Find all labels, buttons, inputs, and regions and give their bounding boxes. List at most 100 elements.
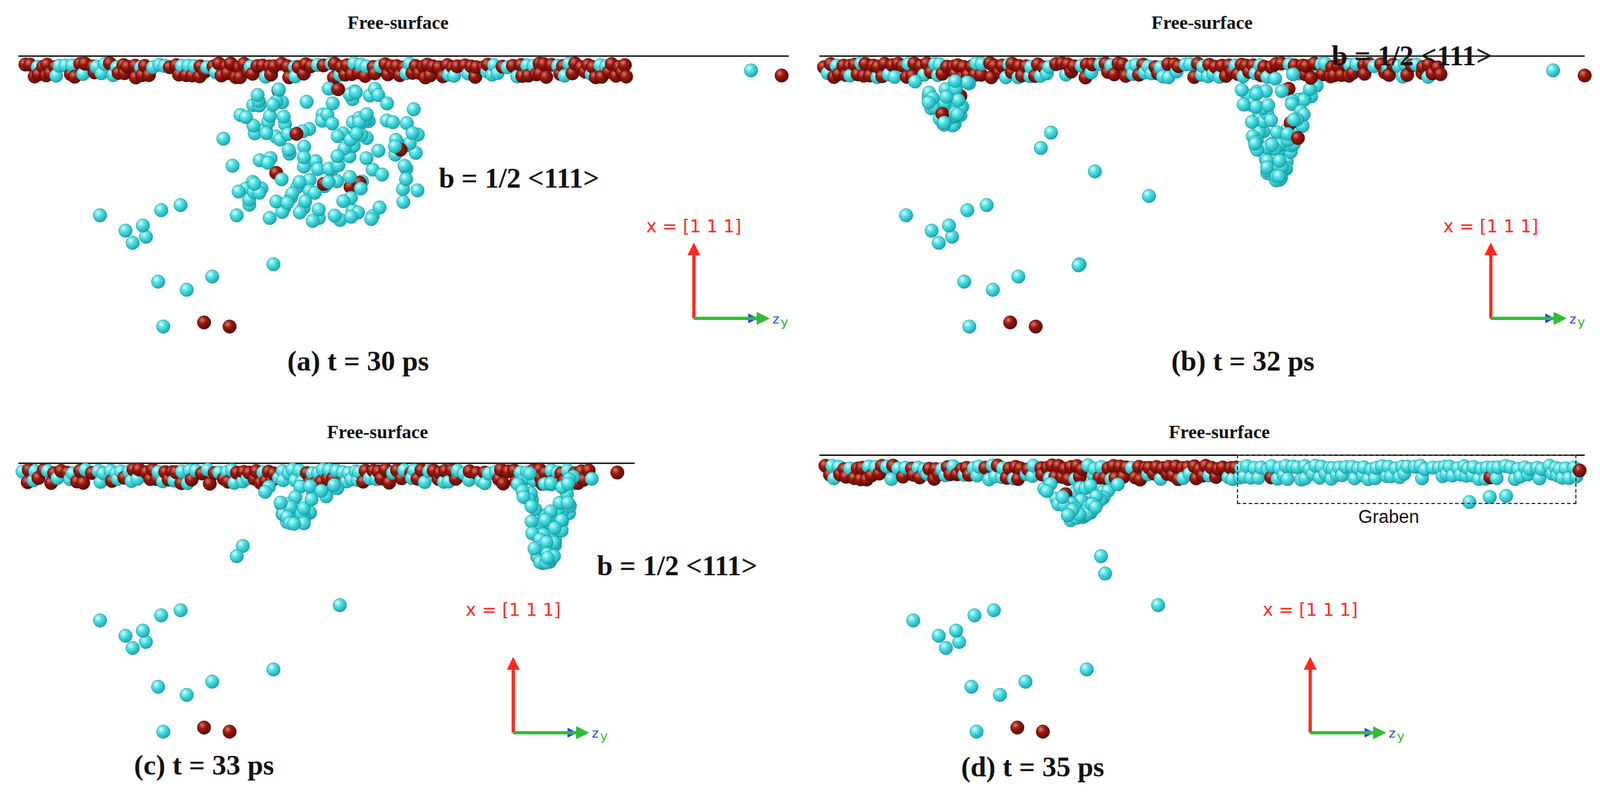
atom [1110, 477, 1125, 492]
axis-letter: y [1396, 730, 1405, 744]
burgers-vector: b = 1/2 <111> [1331, 41, 1493, 71]
atom [584, 472, 599, 487]
atom [197, 315, 211, 330]
free-surface-lines [18, 55, 1585, 464]
atom [968, 609, 982, 623]
atom [125, 235, 140, 250]
atom [118, 224, 133, 238]
atom [289, 127, 304, 141]
atom [1094, 549, 1109, 564]
atom [297, 150, 311, 165]
region-label: Graben [1358, 506, 1419, 528]
atom [960, 75, 974, 89]
atom [561, 496, 575, 510]
atom [908, 74, 923, 89]
atom [180, 283, 194, 297]
atom [397, 158, 412, 173]
atom [949, 624, 963, 638]
y-axis-arrow [1310, 731, 1380, 735]
atom [937, 115, 951, 130]
atom [343, 170, 357, 184]
axis-letter: y [780, 315, 789, 329]
atom [1272, 154, 1287, 168]
atom [1236, 97, 1251, 112]
atom [231, 184, 246, 199]
atom [951, 93, 966, 108]
atom [396, 195, 411, 209]
atom [1044, 125, 1059, 140]
atom [380, 96, 394, 111]
atom [154, 609, 169, 623]
atom [304, 492, 319, 507]
atom [987, 603, 1001, 618]
atom [305, 214, 320, 228]
atom [1272, 169, 1286, 184]
axis-label: x = [1 1 1] [1262, 601, 1359, 620]
atom [1060, 509, 1075, 523]
atom [156, 320, 171, 334]
axis-triad [693, 248, 764, 319]
atom [407, 102, 421, 116]
atom [523, 466, 537, 481]
atom [932, 235, 946, 250]
atom [619, 70, 634, 84]
atom [261, 155, 275, 170]
atom [151, 274, 165, 289]
atom [539, 70, 554, 84]
atom [373, 200, 387, 215]
atom [354, 181, 368, 196]
atom [135, 624, 150, 638]
axis-label: x = [1 1 1] [646, 217, 742, 236]
atom [406, 126, 420, 141]
atom [300, 95, 314, 109]
atom [216, 131, 231, 146]
atom [330, 149, 345, 164]
atom [1249, 87, 1264, 101]
atom [1036, 725, 1050, 740]
panel-caption: (c) t = 33 ps [134, 751, 275, 780]
atom [230, 208, 244, 223]
atom [263, 211, 277, 225]
atom [1235, 82, 1249, 97]
atom [906, 613, 921, 628]
atom [939, 641, 953, 655]
axis-triad [1310, 663, 1380, 734]
atom [1249, 100, 1263, 114]
atom [969, 725, 984, 740]
atom [610, 466, 625, 480]
atom [1482, 490, 1497, 504]
atom [410, 183, 425, 198]
atom [1011, 270, 1026, 284]
panel-title: Free-surface [347, 12, 449, 32]
atom [899, 208, 913, 223]
atom [205, 270, 219, 284]
atom [561, 477, 575, 491]
atom [371, 144, 386, 158]
atom [154, 203, 169, 218]
atom [325, 116, 339, 131]
atom [271, 82, 286, 97]
atom [266, 257, 281, 272]
atom [197, 721, 211, 735]
atom [1029, 320, 1043, 334]
atom [350, 126, 364, 141]
atom [359, 151, 374, 166]
atom [1286, 67, 1300, 82]
atom [1499, 489, 1513, 504]
atom [527, 541, 542, 556]
atom [281, 142, 296, 157]
axis-letter: z [772, 313, 780, 327]
atom [344, 210, 358, 224]
atom [125, 641, 140, 655]
atom [993, 688, 1007, 703]
atom [1071, 258, 1086, 273]
atom [1010, 721, 1024, 735]
atom [1462, 495, 1477, 510]
axis-triads [513, 248, 1560, 733]
atom [180, 688, 194, 703]
atom [223, 320, 237, 334]
panel-caption: (b) t = 32 ps [1171, 347, 1315, 376]
atom [1088, 500, 1103, 515]
atom [774, 68, 789, 83]
atom [1098, 567, 1113, 581]
